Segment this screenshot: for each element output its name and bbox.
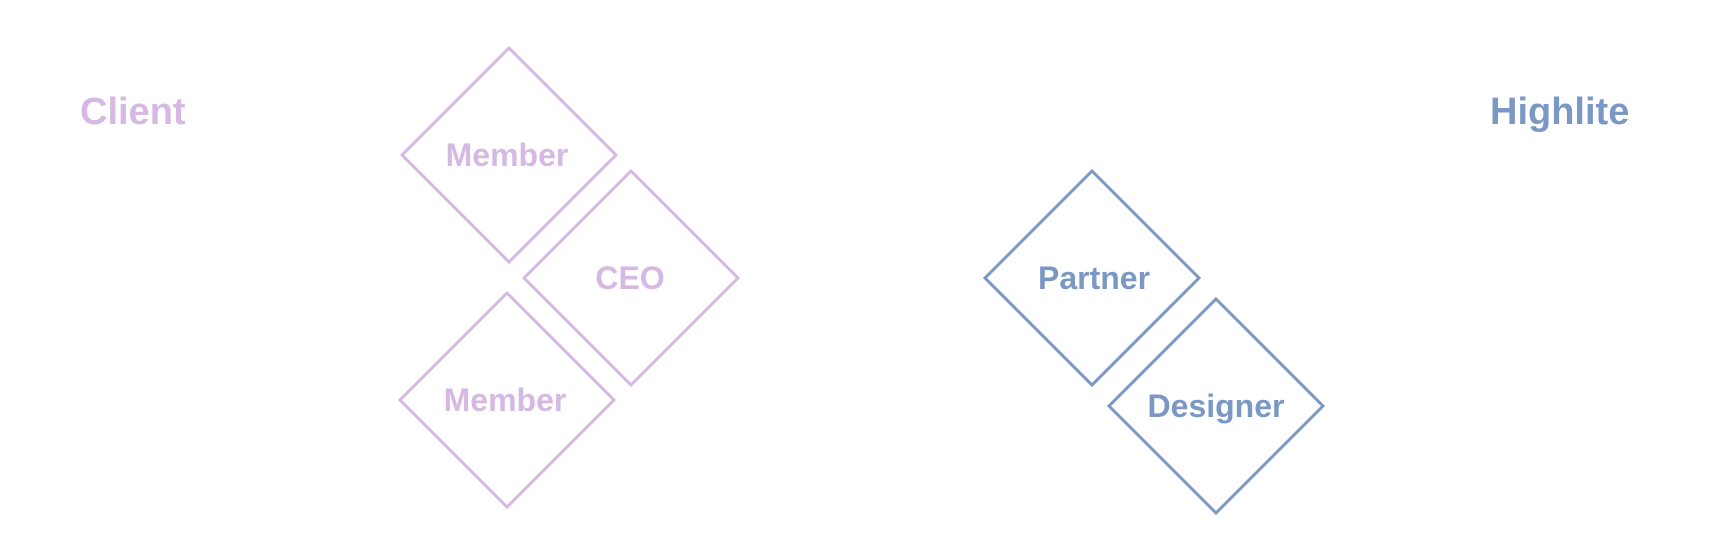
diamond-shape (521, 168, 741, 388)
node-label: CEO (595, 260, 664, 296)
diamond-shape (1106, 296, 1326, 516)
node-label: Designer (1148, 388, 1285, 424)
node-member-top[interactable]: Member (399, 45, 619, 265)
node-label: Partner (1038, 260, 1150, 296)
node-ceo[interactable]: CEO (521, 168, 741, 388)
node-label: Member (446, 137, 569, 173)
node-member-bottom[interactable]: Member (397, 290, 617, 510)
node-label: Member (444, 382, 567, 418)
diamond-shape (982, 168, 1202, 388)
diamond-shape (399, 45, 619, 265)
diamond-shape (397, 290, 617, 510)
node-partner[interactable]: Partner (982, 168, 1202, 388)
group-label-highlite: Highlite (1490, 91, 1629, 133)
group-label-client: Client (80, 91, 186, 133)
node-designer[interactable]: Designer (1106, 296, 1326, 516)
